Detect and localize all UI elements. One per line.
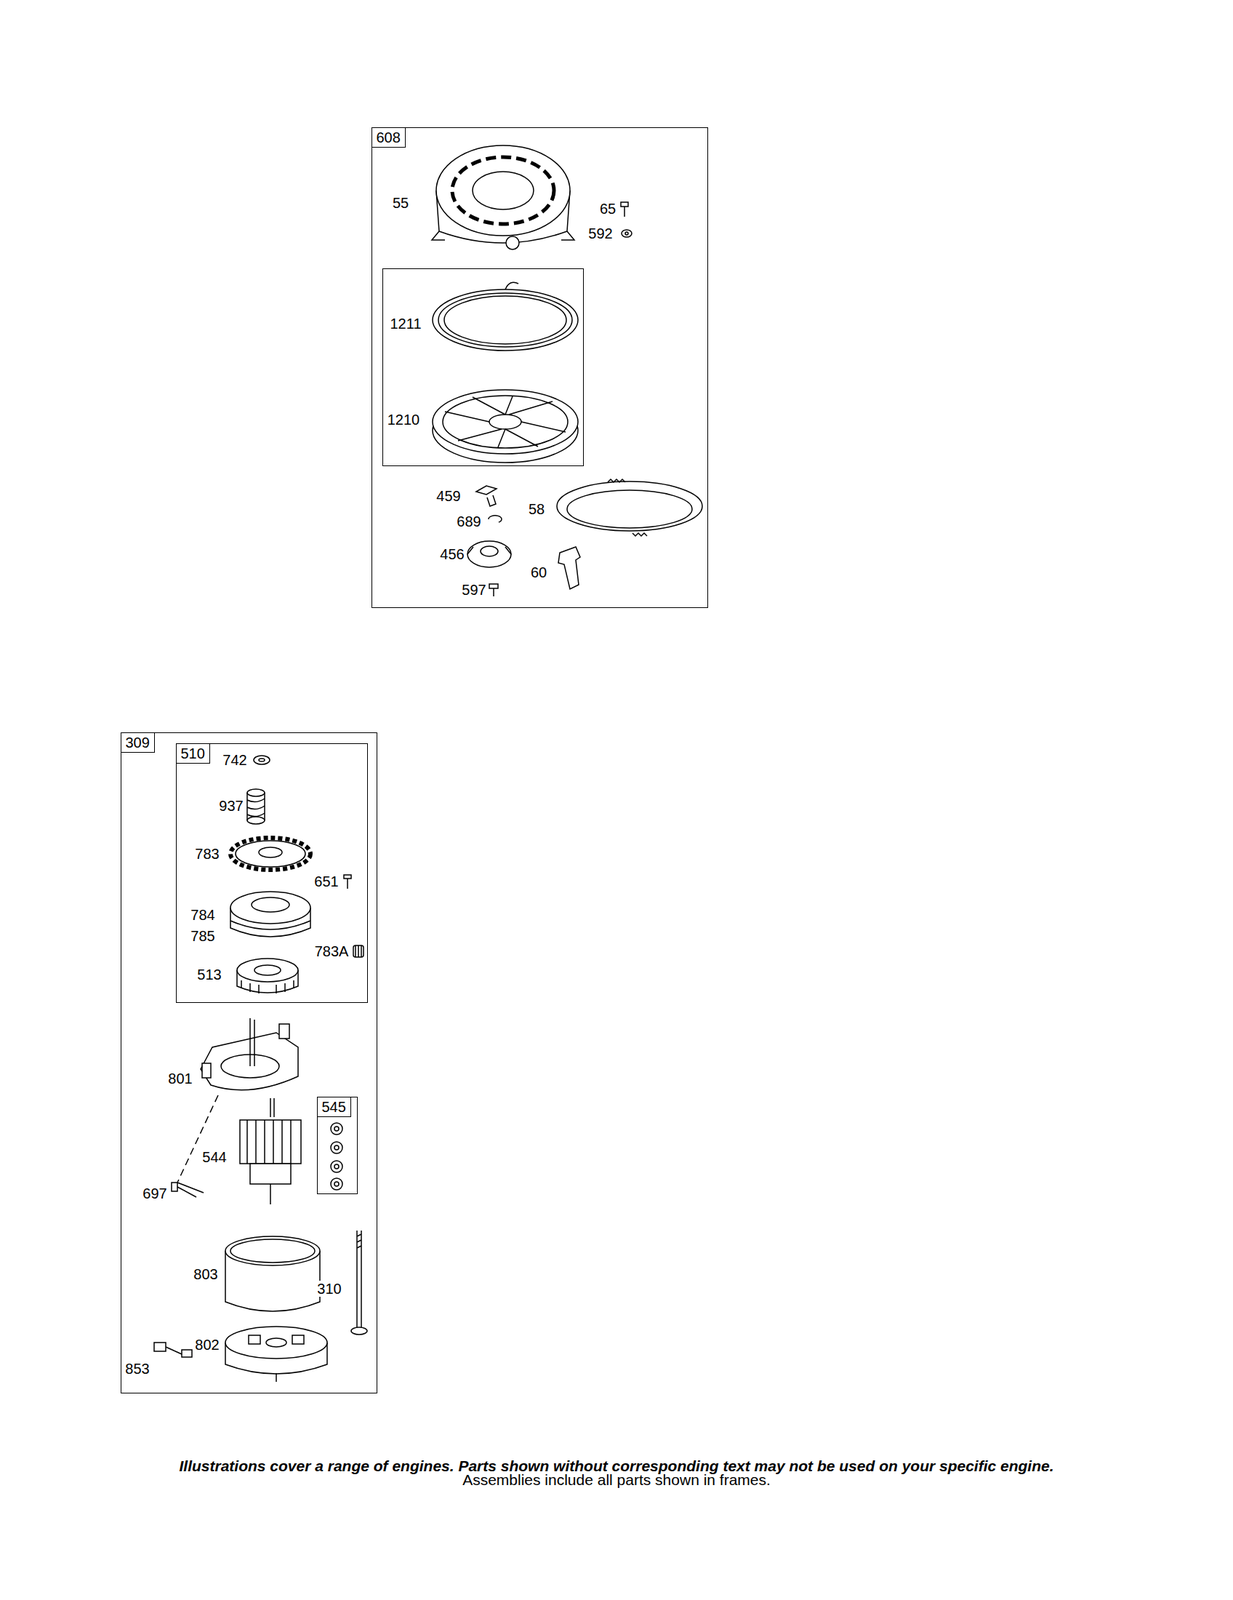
frame-number: 545 [316,1096,352,1117]
callout-number: 55 [391,194,410,211]
callout-number: 802 [194,1336,220,1353]
through-bolt [351,1230,368,1335]
wire-connector [154,1342,192,1357]
retainer-clip [253,755,270,765]
callout-number: 513 [196,966,222,983]
frame-number: 510 [175,742,211,764]
starter-pulley [432,389,578,463]
motor-housing [225,1235,320,1311]
callout-number: 801 [167,1070,193,1087]
brush-end-cap [225,1326,328,1382]
assembly-frame: 1211 1210 [382,268,584,467]
starter-ratchet [467,485,512,597]
blower-housing [431,145,575,250]
callout-number: 310 [316,1280,342,1297]
assembly-frame: 545 [316,1096,358,1194]
callout-number: 60 [529,564,548,581]
callout-number: 456 [439,545,465,562]
drive-end-cap [200,1017,299,1090]
starter-rope [556,479,703,536]
callout-number: 803 [192,1265,219,1282]
callout-number: 597 [460,581,487,598]
clutch [237,958,299,994]
callout-number: 689 [455,513,482,530]
callout-number: 651 [313,873,339,890]
callout-number: 1210 [386,411,421,428]
callout-number: 742 [221,751,248,768]
callout-number: 592 [587,225,613,242]
callout-number: 783A [314,942,350,959]
through-bolt-screw [171,1094,219,1197]
callout-number: 697 [141,1185,168,1202]
frame-number: 309 [120,732,155,753]
drive-cup [230,891,311,937]
small-gear [353,945,364,957]
callout-number: 937 [218,797,244,814]
frame-number: 608 [371,127,406,148]
callout-number: 58 [527,500,546,517]
anti-drift-spring [247,788,265,824]
callout-number: 783 [194,845,220,862]
callout-number: 459 [435,487,461,504]
callout-number: 1211 [388,315,422,332]
washers [330,1122,343,1190]
callout-number: 65 [599,200,617,217]
callout-number: 544 [201,1148,227,1165]
callout-number: 784 [189,906,216,923]
callout-number: 785 [189,927,216,944]
starter-handle [558,546,581,589]
caption: Illustrations cover a range of engines. … [0,1456,1233,1476]
callout-number: 853 [124,1360,150,1377]
pinion-gear [230,837,311,870]
screw [343,874,352,889]
assembly-frame: 608 1211 1210 [371,127,709,608]
armature [239,1097,301,1204]
rewind-spring [432,282,578,351]
bolt [620,202,632,238]
